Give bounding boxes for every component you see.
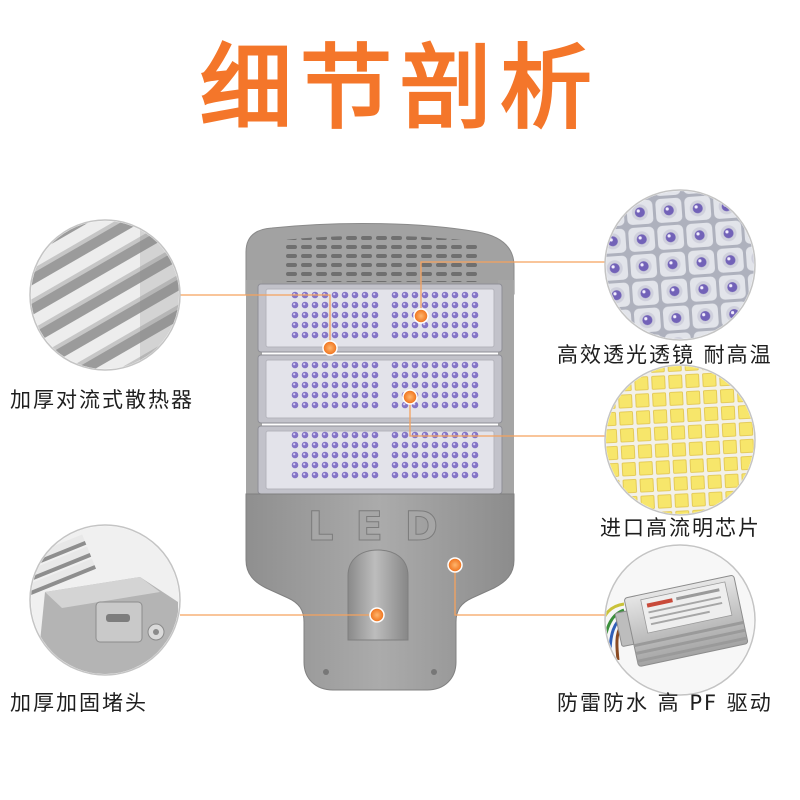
led-module-2: [257, 354, 503, 424]
callout-line-driver: [454, 565, 606, 616]
screw: [323, 669, 329, 675]
callout-lines: [180, 261, 606, 616]
street-lamp: LED: [245, 223, 515, 691]
led-module-1: [257, 283, 503, 353]
end-cap-image: [31, 526, 179, 674]
led-chips-image: [606, 366, 754, 514]
callout-label-driver: 防雷防水 高 PF 驱动: [557, 691, 773, 715]
callout-label-chips: 进口高流明芯片: [600, 516, 761, 540]
callout-line-heatsink: [180, 294, 331, 348]
heatsink-fins-image: [31, 221, 179, 369]
lens-array-image: [606, 191, 754, 339]
callout-dot-heatsink: [322, 340, 338, 356]
led-driver-image: [606, 546, 754, 694]
lamp-emboss-text: LED: [308, 504, 460, 550]
detail-circle-endcap: [29, 524, 181, 676]
callout-line-lens: [420, 261, 605, 316]
callout-line-chips: [409, 397, 606, 437]
callout-dot-driver: [447, 557, 463, 573]
callout-dot-lens: [413, 308, 429, 324]
detail-circle-chips: [604, 364, 756, 516]
page-title: 细节剖析: [199, 35, 600, 142]
callout-dot-chips: [402, 389, 418, 405]
vent-slots: [284, 235, 478, 282]
detail-circle-heatsink: [29, 219, 181, 371]
callout-dots: [322, 308, 463, 623]
screw: [431, 669, 437, 675]
callout-dot-endcap: [369, 607, 385, 623]
callout-label-endcap: 加厚加固堵头: [10, 691, 148, 715]
detail-circle-driver: [604, 544, 756, 696]
callout-label-lens: 高效透光透镜 耐高温: [557, 343, 773, 367]
detail-circle-lens: [604, 189, 756, 341]
led-module-3: [257, 425, 503, 495]
callout-label-heatsink: 加厚对流式散热器: [10, 388, 194, 412]
pole-mount-dome: [347, 549, 409, 641]
